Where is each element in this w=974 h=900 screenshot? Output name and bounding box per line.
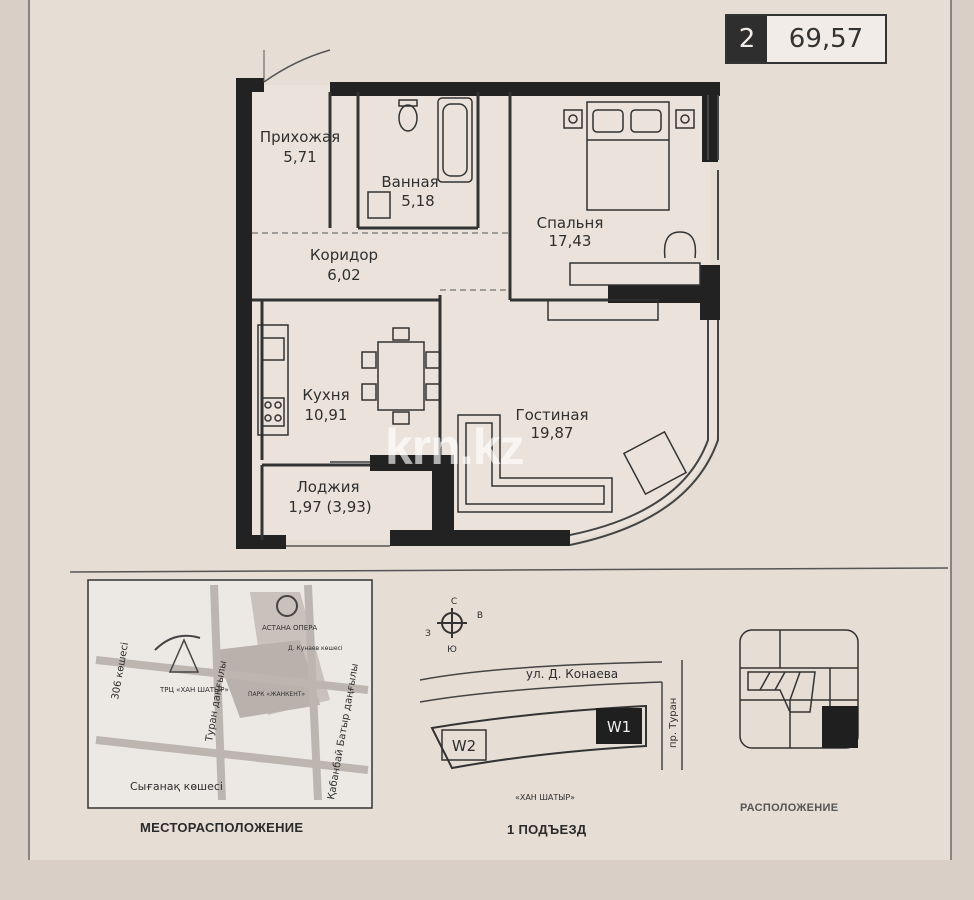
washbasin [367,191,391,219]
compass-s: Ю [447,645,457,655]
map-label-syganak: Сығанақ көшесі [130,780,223,793]
building-outline [430,704,647,770]
khan-shatyr-label: «ХАН ШАТЫР» [515,793,575,802]
block-w1 [596,708,642,744]
room-name-corridor: Коридор [310,246,378,264]
kitchen-counter [257,324,289,436]
location-caption: МЕСТОРАСПОЛОЖЕНИЕ [140,820,304,835]
chair [663,231,697,259]
room-area-living: 19,87 [531,424,574,442]
opera-icon [276,595,298,617]
corner-sofa [457,414,613,513]
zone-lines [252,232,510,291]
street-turan-label: пр. Туран [668,698,679,748]
toilet [398,104,418,132]
desk [569,262,701,286]
watermark: krn.kz [385,419,525,475]
apartment-badge: 2 69,57 [725,14,887,64]
room-name-hall: Прихожая [260,128,340,146]
armchair [622,430,688,496]
kitchen-furniture [257,324,441,436]
room-area-loggia: 1,97 (3,93) [288,498,371,516]
compass-w: З [425,629,431,639]
street-konaev-label: ул. Д. Конаева [526,667,618,681]
bed [586,101,670,211]
block-w2-label: W2 [452,737,476,755]
living-furniture [457,414,688,513]
bathtub [437,97,473,183]
room-name-loggia: Лоджия [296,478,359,496]
room-count: 2 [727,16,767,62]
dining-table [377,341,425,411]
bathroom-fixtures [367,97,473,219]
room-name-living: Гостиная [515,406,588,424]
room-name-bedroom: Спальня [537,214,604,232]
tv-unit [547,299,659,321]
entrance-caption: 1 ПОДЪЕЗД [507,822,587,837]
map-label-konaev: Д. Кунаев көшесі [288,645,343,652]
total-area: 69,57 [788,24,864,54]
stove [261,397,285,427]
outer-walls [236,78,720,549]
inner-walls [252,92,608,540]
section-divider [69,567,949,573]
floor-position-map [739,629,859,749]
curved-glazing [569,95,719,546]
compass-e: В [477,611,483,621]
plan-interior [245,85,718,540]
sink [261,337,285,361]
location-map: 306 көшесі ТРЦ «ХАН ШАТЫР» АСТАНА ОПЕРА … [87,579,373,809]
position-caption: РАСПОЛОЖЕНИЕ [740,802,839,814]
apartment-marker [822,706,858,748]
map-label-park: ПАРК «ЖАНКЕНТ» [248,691,305,698]
entrance-map: С Ю З В W1 W2 ул. Д. Конаева пр. Туран «… [419,597,683,802]
room-area-hall: 5,71 [283,148,316,166]
map-label-opera: АСТАНА ОПЕРА [262,624,317,632]
room-name-kitchen: Кухня [302,386,349,404]
room-area-bath: 5,18 [401,192,434,210]
block-w2 [441,729,487,761]
compass-n: С [451,597,457,607]
room-area-bedroom: 17,43 [549,232,592,250]
block-w1-label: W1 [607,718,631,736]
room-name-bath: Ванная [381,173,438,191]
mall-icon [154,634,201,651]
room-area-corridor: 6,02 [327,266,360,284]
map-label-mall: ТРЦ «ХАН ШАТЫР» [159,686,229,694]
room-area-kitchen: 10,91 [305,406,348,424]
bedroom-furniture [547,101,701,321]
entry-door-swing [263,49,331,83]
